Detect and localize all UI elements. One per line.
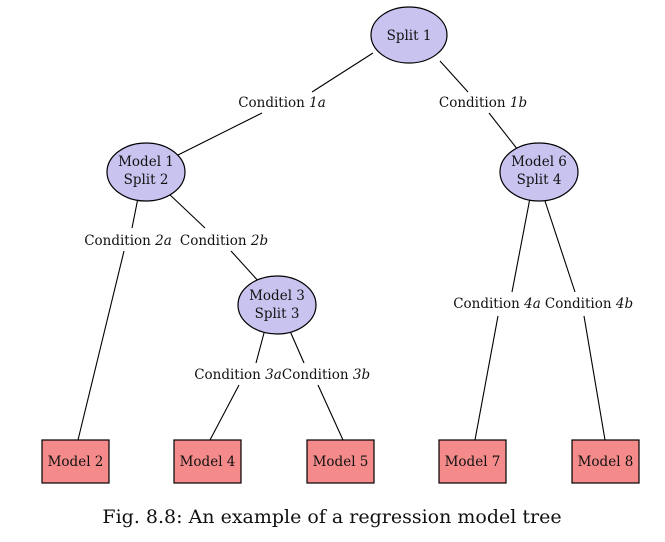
node-model-1-shape <box>106 142 186 202</box>
node-split-1-shape <box>370 6 448 64</box>
edge-split1-c1b <box>439 60 469 93</box>
node-model-3-shape <box>237 275 317 335</box>
node-model-6-shape <box>499 142 579 202</box>
node-model-3: Model 3 Split 3 <box>237 275 317 335</box>
edge-c1b-model6 <box>488 112 519 151</box>
condition-4a: Condition 4a <box>453 296 541 312</box>
edge-c2a-model2 <box>77 250 125 441</box>
tree-edges <box>77 52 606 441</box>
leaf-model-8-label: Model 8 <box>578 454 634 470</box>
node-split-1: Split 1 <box>370 6 448 64</box>
leaf-model-2-label: Model 2 <box>48 454 104 470</box>
leaf-model-2: Model 2 <box>41 439 110 484</box>
leaf-model-5-label: Model 5 <box>313 454 369 470</box>
edge-c1a-model1 <box>171 112 263 159</box>
leaf-model-4: Model 4 <box>173 439 242 484</box>
node-split-1-label: Split 1 <box>387 28 432 44</box>
node-model-6: Model 6 Split 4 <box>499 142 579 202</box>
condition-2b: Condition 2b <box>180 233 268 249</box>
node-model-6-line2: Split 4 <box>517 172 562 188</box>
leaf-model-7-label: Model 7 <box>445 454 501 470</box>
leaf-model-8-shape <box>571 439 640 484</box>
condition-1a: Condition 1a <box>238 95 326 111</box>
edge-model3-c3a <box>255 332 265 364</box>
condition-3b: Condition 3b <box>282 367 370 383</box>
edge-c3b-model5 <box>317 384 344 441</box>
edge-model1-c2a <box>131 197 139 229</box>
edge-c4b-model8 <box>583 315 606 441</box>
node-model-6-line1: Model 6 <box>511 154 567 170</box>
edge-c2b-model3 <box>230 250 261 284</box>
leaf-model-4-shape <box>173 439 242 484</box>
edge-model6-c4b <box>543 197 576 293</box>
leaf-model-4-label: Model 4 <box>180 454 236 470</box>
condition-1b: Condition 1b <box>439 95 527 111</box>
edge-model3-c3b <box>289 330 305 364</box>
node-model-3-line1: Model 3 <box>249 288 305 304</box>
leaf-model-7: Model 7 <box>438 439 507 484</box>
figure-caption: Fig. 8.8: An example of a regression mod… <box>102 506 561 528</box>
leaf-model-7-shape <box>438 439 507 484</box>
node-model-3-line2: Split 3 <box>255 306 300 322</box>
node-model-1: Model 1 Split 2 <box>106 142 186 202</box>
condition-4b: Condition 4b <box>545 296 633 312</box>
edge-split1-c1a <box>311 52 374 93</box>
edge-c4a-model7 <box>474 315 499 441</box>
leaf-model-5: Model 5 <box>306 439 375 484</box>
node-model-1-line1: Model 1 <box>118 154 174 170</box>
condition-labels: Condition 1a Condition 1b Condition 2a C… <box>84 95 633 383</box>
edge-model6-c4a <box>511 197 531 293</box>
edge-model1-c2b <box>167 192 206 229</box>
node-model-1-line2: Split 2 <box>124 172 169 188</box>
edge-c3a-model4 <box>209 384 240 441</box>
leaf-model-5-shape <box>306 439 375 484</box>
condition-2a: Condition 2a <box>84 233 172 249</box>
leaf-model-2-shape <box>41 439 110 484</box>
condition-3a: Condition 3a <box>194 367 282 383</box>
leaf-model-8: Model 8 <box>571 439 640 484</box>
